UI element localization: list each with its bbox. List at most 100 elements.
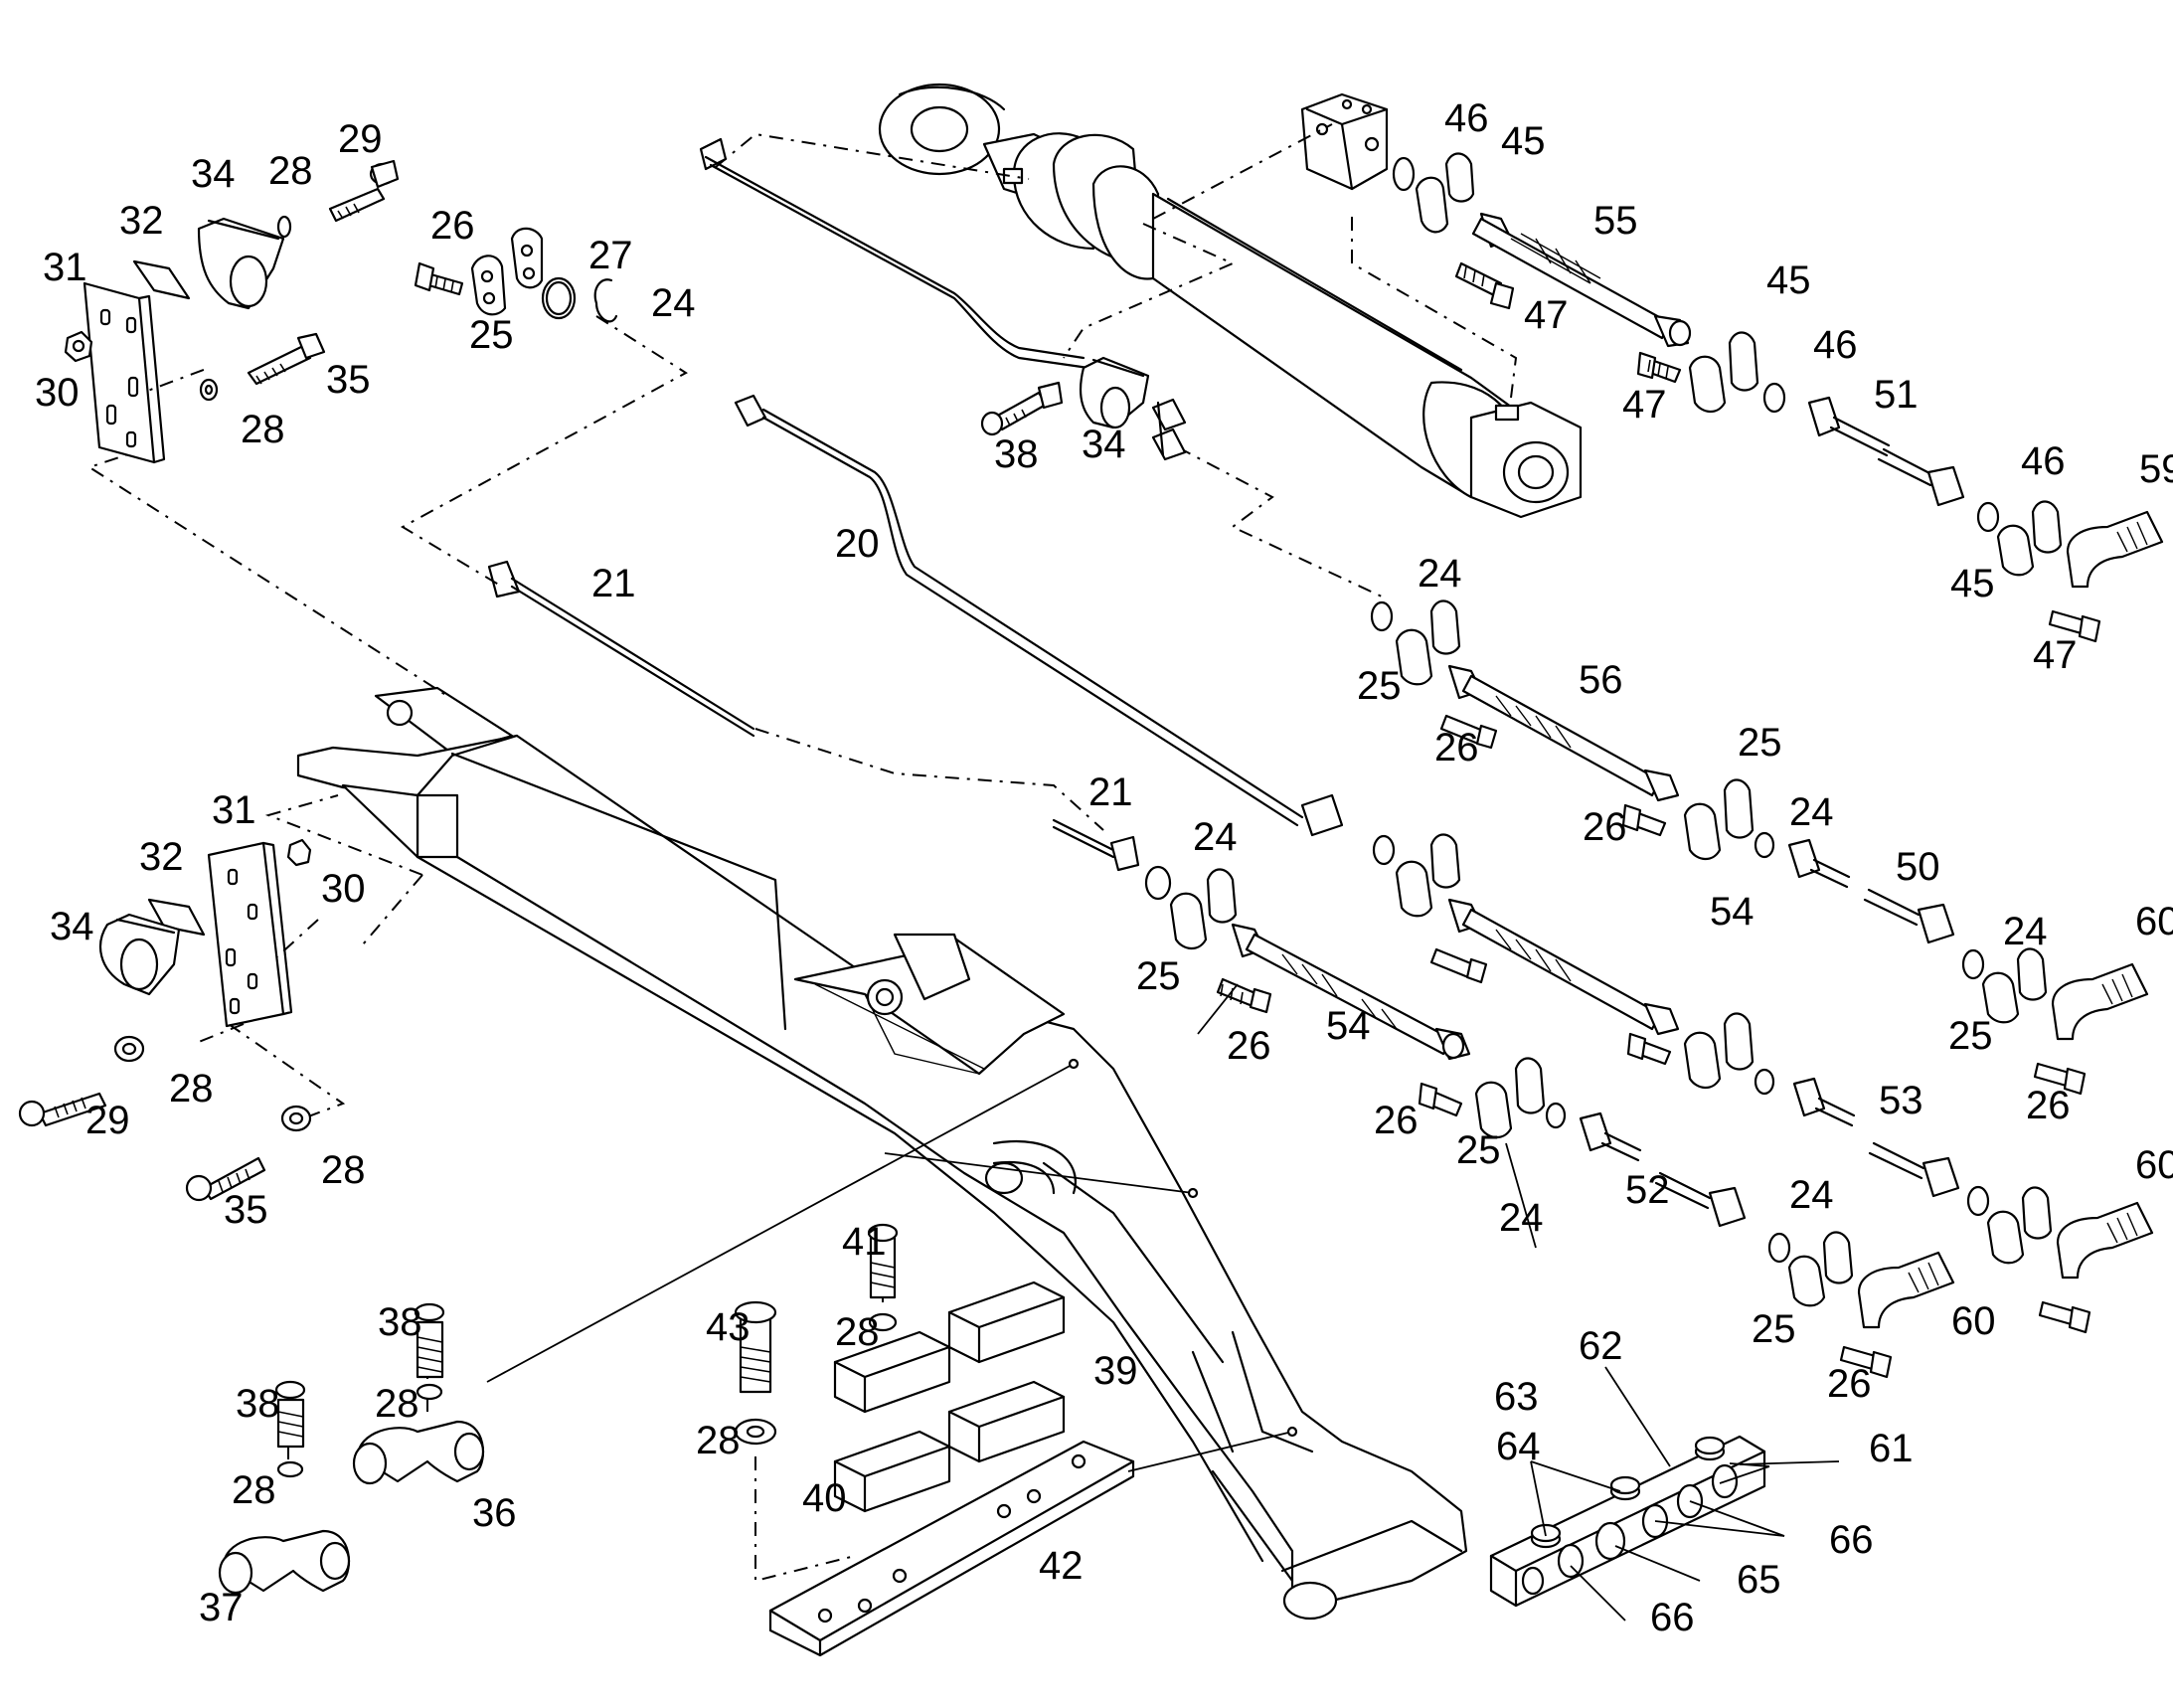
part-label-lbl-21b: 21 <box>1088 770 1133 814</box>
hose-55-group <box>1392 152 1692 348</box>
part-label-lbl-39: 39 <box>1093 1349 1138 1393</box>
part-label-lbl-46c: 46 <box>2021 439 2066 483</box>
part-label-lbl-28a: 28 <box>268 149 313 193</box>
part-label-lbl-24d: 24 <box>1789 790 1834 834</box>
part-label-lbl-26f: 26 <box>2026 1084 2071 1127</box>
part-label-lbl-28g: 28 <box>232 1468 276 1512</box>
part-label-lbl-60b: 60 <box>2135 1143 2173 1187</box>
pipe-clamp-bar-group <box>1489 1435 1766 1608</box>
part-label-lbl-28c: 28 <box>169 1067 214 1110</box>
part-label-lbl-28f: 28 <box>375 1382 419 1426</box>
part-label-lbl-27: 27 <box>588 234 633 277</box>
part-label-lbl-26g: 26 <box>1827 1362 1872 1406</box>
part-label-lbl-34b: 34 <box>1082 423 1126 466</box>
part-label-lbl-26e: 26 <box>1374 1099 1419 1142</box>
part-label-lbl-28d: 28 <box>321 1148 366 1192</box>
part-label-lbl-45a: 45 <box>1501 119 1546 163</box>
part-label-lbl-52: 52 <box>1625 1168 1670 1212</box>
part-label-lbl-26b: 26 <box>1434 726 1479 769</box>
part-label-lbl-24c: 24 <box>1193 815 1238 859</box>
part-label-lbl-36: 36 <box>472 1491 517 1535</box>
hose-52-group <box>1418 1057 1747 1228</box>
part-label-lbl-47b: 47 <box>1622 383 1667 427</box>
part-label-lbl-65: 65 <box>1737 1558 1781 1602</box>
hose-53-group <box>1626 1012 1960 1198</box>
part-label-lbl-24a: 24 <box>651 281 696 325</box>
part-label-lbl-46a: 46 <box>1444 96 1489 140</box>
part-label-lbl-32b: 32 <box>139 835 184 879</box>
part-label-lbl-31b: 31 <box>212 788 256 832</box>
part-label-lbl-28e: 28 <box>835 1310 880 1354</box>
part-label-lbl-26a: 26 <box>430 204 475 248</box>
part-label-lbl-21a: 21 <box>591 562 636 605</box>
part-label-lbl-40: 40 <box>802 1476 847 1520</box>
part-label-lbl-25d: 25 <box>1136 954 1181 998</box>
part-label-lbl-25f: 25 <box>1948 1014 1993 1058</box>
bottom-clamp-group <box>218 1302 485 1595</box>
cylinder-clamp-group <box>980 356 1187 461</box>
part-label-lbl-41: 41 <box>842 1220 887 1264</box>
part-label-lbl-45c: 45 <box>1950 562 1995 605</box>
part-label-lbl-45b: 45 <box>1766 258 1811 302</box>
part-label-lbl-42: 42 <box>1039 1544 1084 1588</box>
part-label-lbl-62: 62 <box>1579 1324 1623 1368</box>
part-label-lbl-54b: 54 <box>1710 890 1755 934</box>
lower-left-bracket-group <box>18 838 312 1202</box>
part-label-lbl-60c: 60 <box>1951 1299 1996 1343</box>
part-label-lbl-38a: 38 <box>994 432 1039 476</box>
part-label-lbl-24g: 24 <box>1789 1173 1834 1217</box>
hose-51-group <box>1636 331 1965 507</box>
upper-flange-group <box>414 227 618 323</box>
part-label-lbl-66b: 66 <box>1650 1596 1695 1639</box>
part-label-lbl-25b: 25 <box>1357 664 1402 708</box>
part-label-lbl-37: 37 <box>199 1586 244 1629</box>
leader-lines <box>1197 983 1840 1622</box>
hose-59-group <box>1976 500 2164 643</box>
assembly-lines <box>86 123 1518 1583</box>
part-label-lbl-31a: 31 <box>43 246 87 289</box>
part-label-lbl-53: 53 <box>1879 1079 1923 1122</box>
part-label-lbl-24e: 24 <box>2003 910 2048 953</box>
part-label-lbl-59: 59 <box>2139 447 2173 491</box>
hose-60c-group <box>1767 1231 1955 1379</box>
hose-60a-group <box>1961 947 2149 1096</box>
part-label-lbl-54a: 54 <box>1326 1004 1371 1048</box>
hose-50-group <box>1621 778 1955 944</box>
part-label-lbl-50: 50 <box>1896 845 1940 889</box>
part-label-lbl-29a: 29 <box>338 117 383 161</box>
part-label-lbl-64: 64 <box>1496 1425 1541 1468</box>
part-label-lbl-60a: 60 <box>2135 900 2173 943</box>
hydraulic-cylinder <box>878 83 1583 519</box>
hose-54-lower-group <box>1144 865 1471 1061</box>
part-label-lbl-61: 61 <box>1869 1427 1914 1470</box>
part-label-lbl-34a: 34 <box>191 152 236 196</box>
part-label-lbl-25c: 25 <box>1738 721 1782 765</box>
valve-block <box>1300 92 1389 191</box>
part-number-labels: 2021212424242424242425252525252525262626… <box>35 96 2173 1639</box>
part-label-lbl-63: 63 <box>1494 1375 1539 1419</box>
part-label-lbl-24b: 24 <box>1418 552 1462 596</box>
part-label-lbl-26c: 26 <box>1583 805 1627 849</box>
part-label-lbl-66a: 66 <box>1829 1518 1874 1562</box>
part-label-lbl-46b: 46 <box>1813 323 1858 367</box>
part-label-lbl-35a: 35 <box>326 358 371 402</box>
part-label-lbl-47c: 47 <box>2033 633 2078 677</box>
hose-54-upper-group <box>1372 833 1680 1036</box>
hose-56-group <box>1370 599 1680 802</box>
part-label-lbl-20: 20 <box>835 522 880 566</box>
clamp-block-group <box>734 1223 1135 1657</box>
part-label-lbl-30b: 30 <box>321 867 366 911</box>
part-label-lbl-32a: 32 <box>119 199 164 243</box>
part-label-lbl-51: 51 <box>1874 373 1919 417</box>
part-label-lbl-47a: 47 <box>1524 293 1569 337</box>
part-label-lbl-30a: 30 <box>35 371 80 415</box>
part-label-lbl-26d: 26 <box>1227 1024 1271 1068</box>
part-label-lbl-55: 55 <box>1593 199 1638 243</box>
part-label-lbl-34c: 34 <box>50 905 94 948</box>
hose-60b-group <box>1966 1185 2154 1334</box>
part-label-lbl-56: 56 <box>1579 658 1623 702</box>
part-label-lbl-25e: 25 <box>1456 1128 1501 1172</box>
pipes <box>487 137 1344 872</box>
